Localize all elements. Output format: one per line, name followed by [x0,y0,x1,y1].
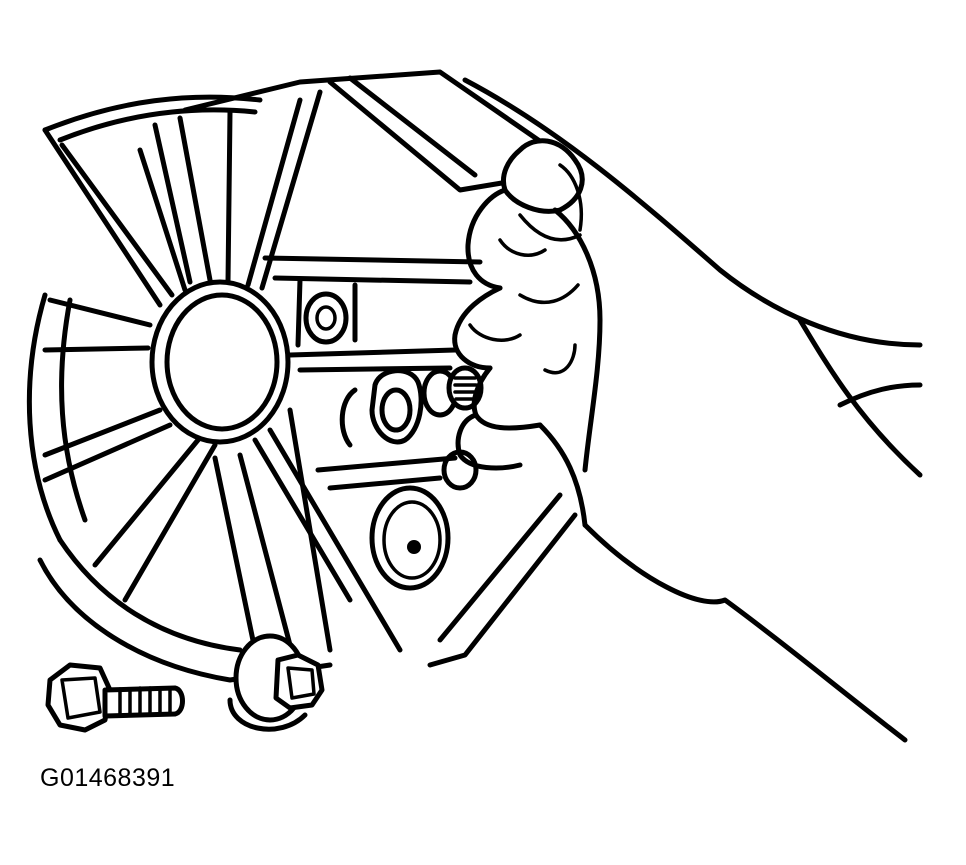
pulley-wheel [26,89,403,683]
bolt [45,662,185,733]
rear-bracket-plate [182,69,578,668]
figure-id-label: G01468391 [40,764,176,792]
housing-ports [303,291,479,591]
hand [452,77,923,743]
flanged-bolt [227,633,325,732]
